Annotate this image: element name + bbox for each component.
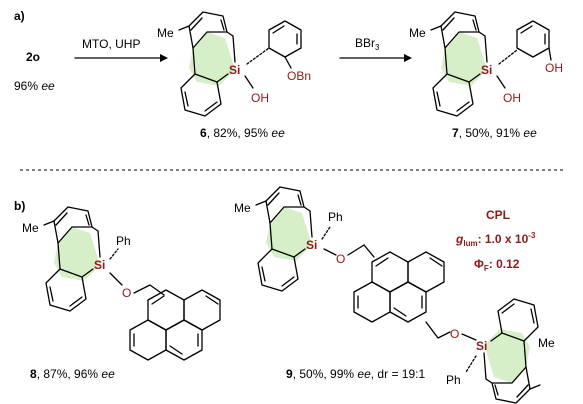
step1-reagents: MTO, UHP (82, 37, 140, 51)
pyrene-compound-8 (129, 289, 221, 361)
reaction-arrow-1-head (160, 54, 168, 62)
compound-9-caption: 9, 50%, 99% ee, dr = 19:1 (286, 367, 425, 381)
benzyloxy-label: OBn (287, 69, 311, 83)
phenyl-label-2: Ph (446, 373, 461, 387)
methyl-label: Me (234, 201, 251, 215)
start-compound-label: 2o (26, 50, 40, 64)
oxygen-label: O (336, 252, 345, 266)
pyrene-compound-9 (353, 251, 445, 323)
panel-b-label: b) (14, 199, 25, 213)
structure-compound-6: Me Si OH OBn (157, 11, 311, 117)
compound-8-caption: 8, 87%, 96% ee (30, 367, 115, 381)
methyl-label: Me (409, 26, 426, 40)
hydroxyl-label-aryl: OH (545, 61, 563, 75)
reaction-arrow-2-head (404, 54, 412, 62)
silicon-label: Si (481, 63, 492, 77)
phenyl-label: Ph (116, 234, 131, 248)
cpl-phi: ΦF: 0.12 (474, 257, 520, 273)
phenyl-bond-2 (465, 355, 477, 373)
structure-compound-9-left: Me Si Ph O (234, 186, 375, 292)
compound-6-caption: 6, 82%, 95% ee (200, 126, 285, 140)
methyl-label-2: Me (538, 336, 555, 350)
oxygen-label-2: O (450, 327, 459, 341)
structure-compound-8: Me Si Ph O (22, 206, 165, 312)
structure-compound-7: Me Si OH OH (409, 11, 563, 117)
silicon-label: Si (94, 258, 105, 272)
silicon-label-2: Si (476, 339, 487, 353)
phenyl-label: Ph (328, 210, 343, 224)
hydroxyl-label: OH (251, 91, 269, 105)
structure-compound-9-right (483, 298, 541, 404)
cpl-title: CPL (486, 208, 510, 222)
panel-a-label: a) (14, 9, 25, 23)
hydroxyl-label: OH (503, 91, 521, 105)
linker-bond (425, 321, 439, 339)
compound-7-caption: 7, 50%, 91% ee (452, 126, 537, 140)
silicon-label: Si (306, 238, 317, 252)
start-compound-ee: 96% ee (14, 79, 55, 93)
methyl-label: Me (157, 26, 174, 40)
methyl-label: Me (22, 221, 39, 235)
cpl-glum: glum: 1.0 x 10-3 (455, 231, 536, 248)
linker-bond-2 (437, 331, 451, 339)
silicon-label: Si (229, 63, 240, 77)
step2-reagent: BBr3 (355, 36, 380, 52)
linker-bond-3 (461, 333, 477, 341)
oxygen-label: O (122, 286, 131, 300)
